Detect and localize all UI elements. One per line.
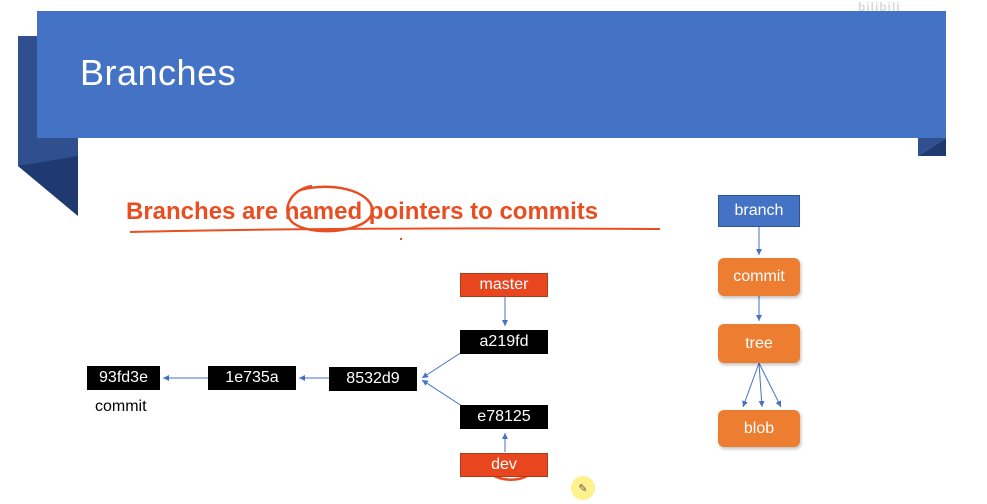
commit-8532d9: 8532d9 <box>329 367 417 391</box>
legend-branch: branch <box>718 195 800 227</box>
legend-tree: tree <box>718 324 800 363</box>
arrow-e78125-to-8532d9 <box>421 379 463 407</box>
slide-subtitle: Branches are named pointers to commits <box>126 198 599 225</box>
page-title: Branches <box>80 52 237 93</box>
watermark: bilibili <box>858 0 901 14</box>
legend-blob: blob <box>718 410 800 447</box>
commit-e78125: e78125 <box>460 405 548 429</box>
branch-dev: dev <box>460 453 548 477</box>
commit-a219fd: a219fd <box>460 330 548 354</box>
commit-1e735a: 1e735a <box>208 366 296 390</box>
arrow-tree-to-blob-left <box>742 362 760 408</box>
named-circle <box>286 184 374 233</box>
title-banner <box>37 11 946 138</box>
commit-93fd3e: 93fd3e <box>87 366 160 390</box>
pencil-icon[interactable]: ✎ <box>571 476 595 500</box>
arrow-a219fd-to-8532d9 <box>421 351 463 379</box>
arrow-tree-to-blob-mid <box>758 362 765 408</box>
banner-fold <box>918 138 946 156</box>
arrow-tree-to-blob-right <box>758 362 782 408</box>
subtitle-underline <box>129 227 661 233</box>
legend-commit: commit <box>718 258 800 296</box>
commit-caption: commit <box>95 398 147 415</box>
branch-master: master <box>460 273 548 297</box>
